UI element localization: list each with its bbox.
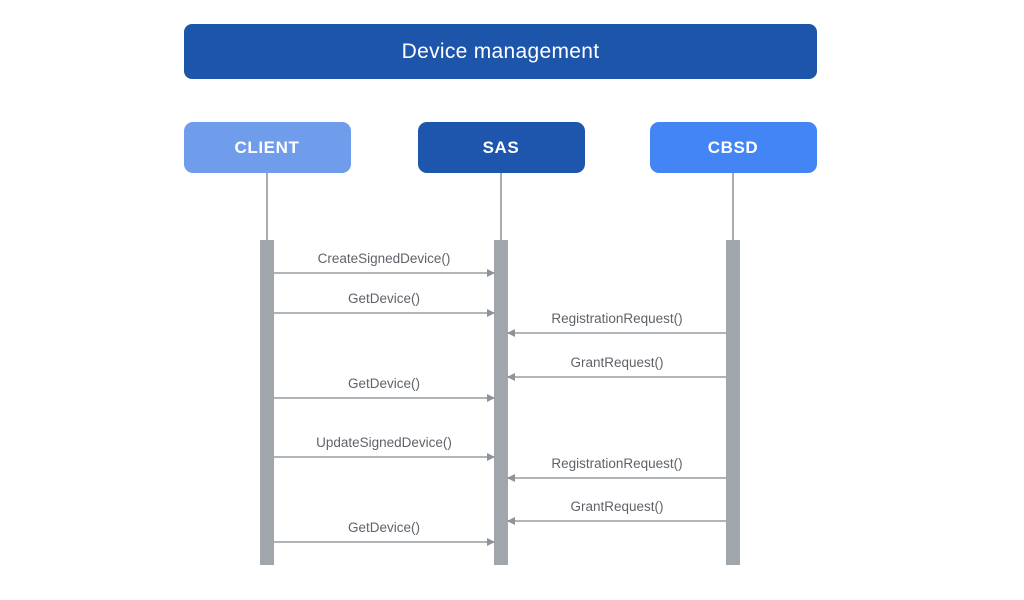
actor-label: SAS [482,137,520,157]
arrow-head-icon [507,372,515,381]
message-arrow [274,268,495,277]
message-arrow [274,393,495,402]
message-arrow [507,372,726,381]
arrow-head-icon [507,473,515,482]
diagram-title-bar: Device management [184,24,817,79]
message-label: RegistrationRequest() [551,311,683,326]
activation-bar [726,240,740,565]
message-label: GrantRequest() [570,355,664,370]
message-label: GetDevice() [347,376,420,391]
message-arrow [507,473,726,482]
actor-box-cbsd: CBSD [649,122,817,173]
lifeline [266,173,268,240]
activation-bar [260,240,274,565]
actor-label: CLIENT [234,137,300,157]
message-arrow [274,537,495,546]
diagram-title-label: Device management [401,39,600,63]
message-label: GetDevice() [347,291,420,306]
message-label: CreateSignedDevice() [317,251,451,266]
arrow-head-icon [487,308,495,317]
message-label: UpdateSignedDevice() [316,435,452,450]
message-arrow [274,308,495,317]
arrow-head-icon [487,393,495,402]
arrow-head-icon [487,537,495,546]
arrow-head-icon [507,516,515,525]
arrow-head-icon [487,268,495,277]
message-arrow [507,516,726,525]
message-label: RegistrationRequest() [551,456,683,471]
arrow-head-icon [507,328,515,337]
activation-bar [494,240,508,565]
lifeline [500,173,502,240]
message-label: GetDevice() [347,520,420,535]
message-label: GrantRequest() [570,499,664,514]
arrow-head-icon [487,452,495,461]
message-arrow [507,328,726,337]
actor-label: CBSD [707,137,759,157]
actor-box-sas: SAS [417,122,585,173]
actor-box-client: CLIENT [183,122,351,173]
lifeline [732,173,734,240]
message-arrow [274,452,495,461]
